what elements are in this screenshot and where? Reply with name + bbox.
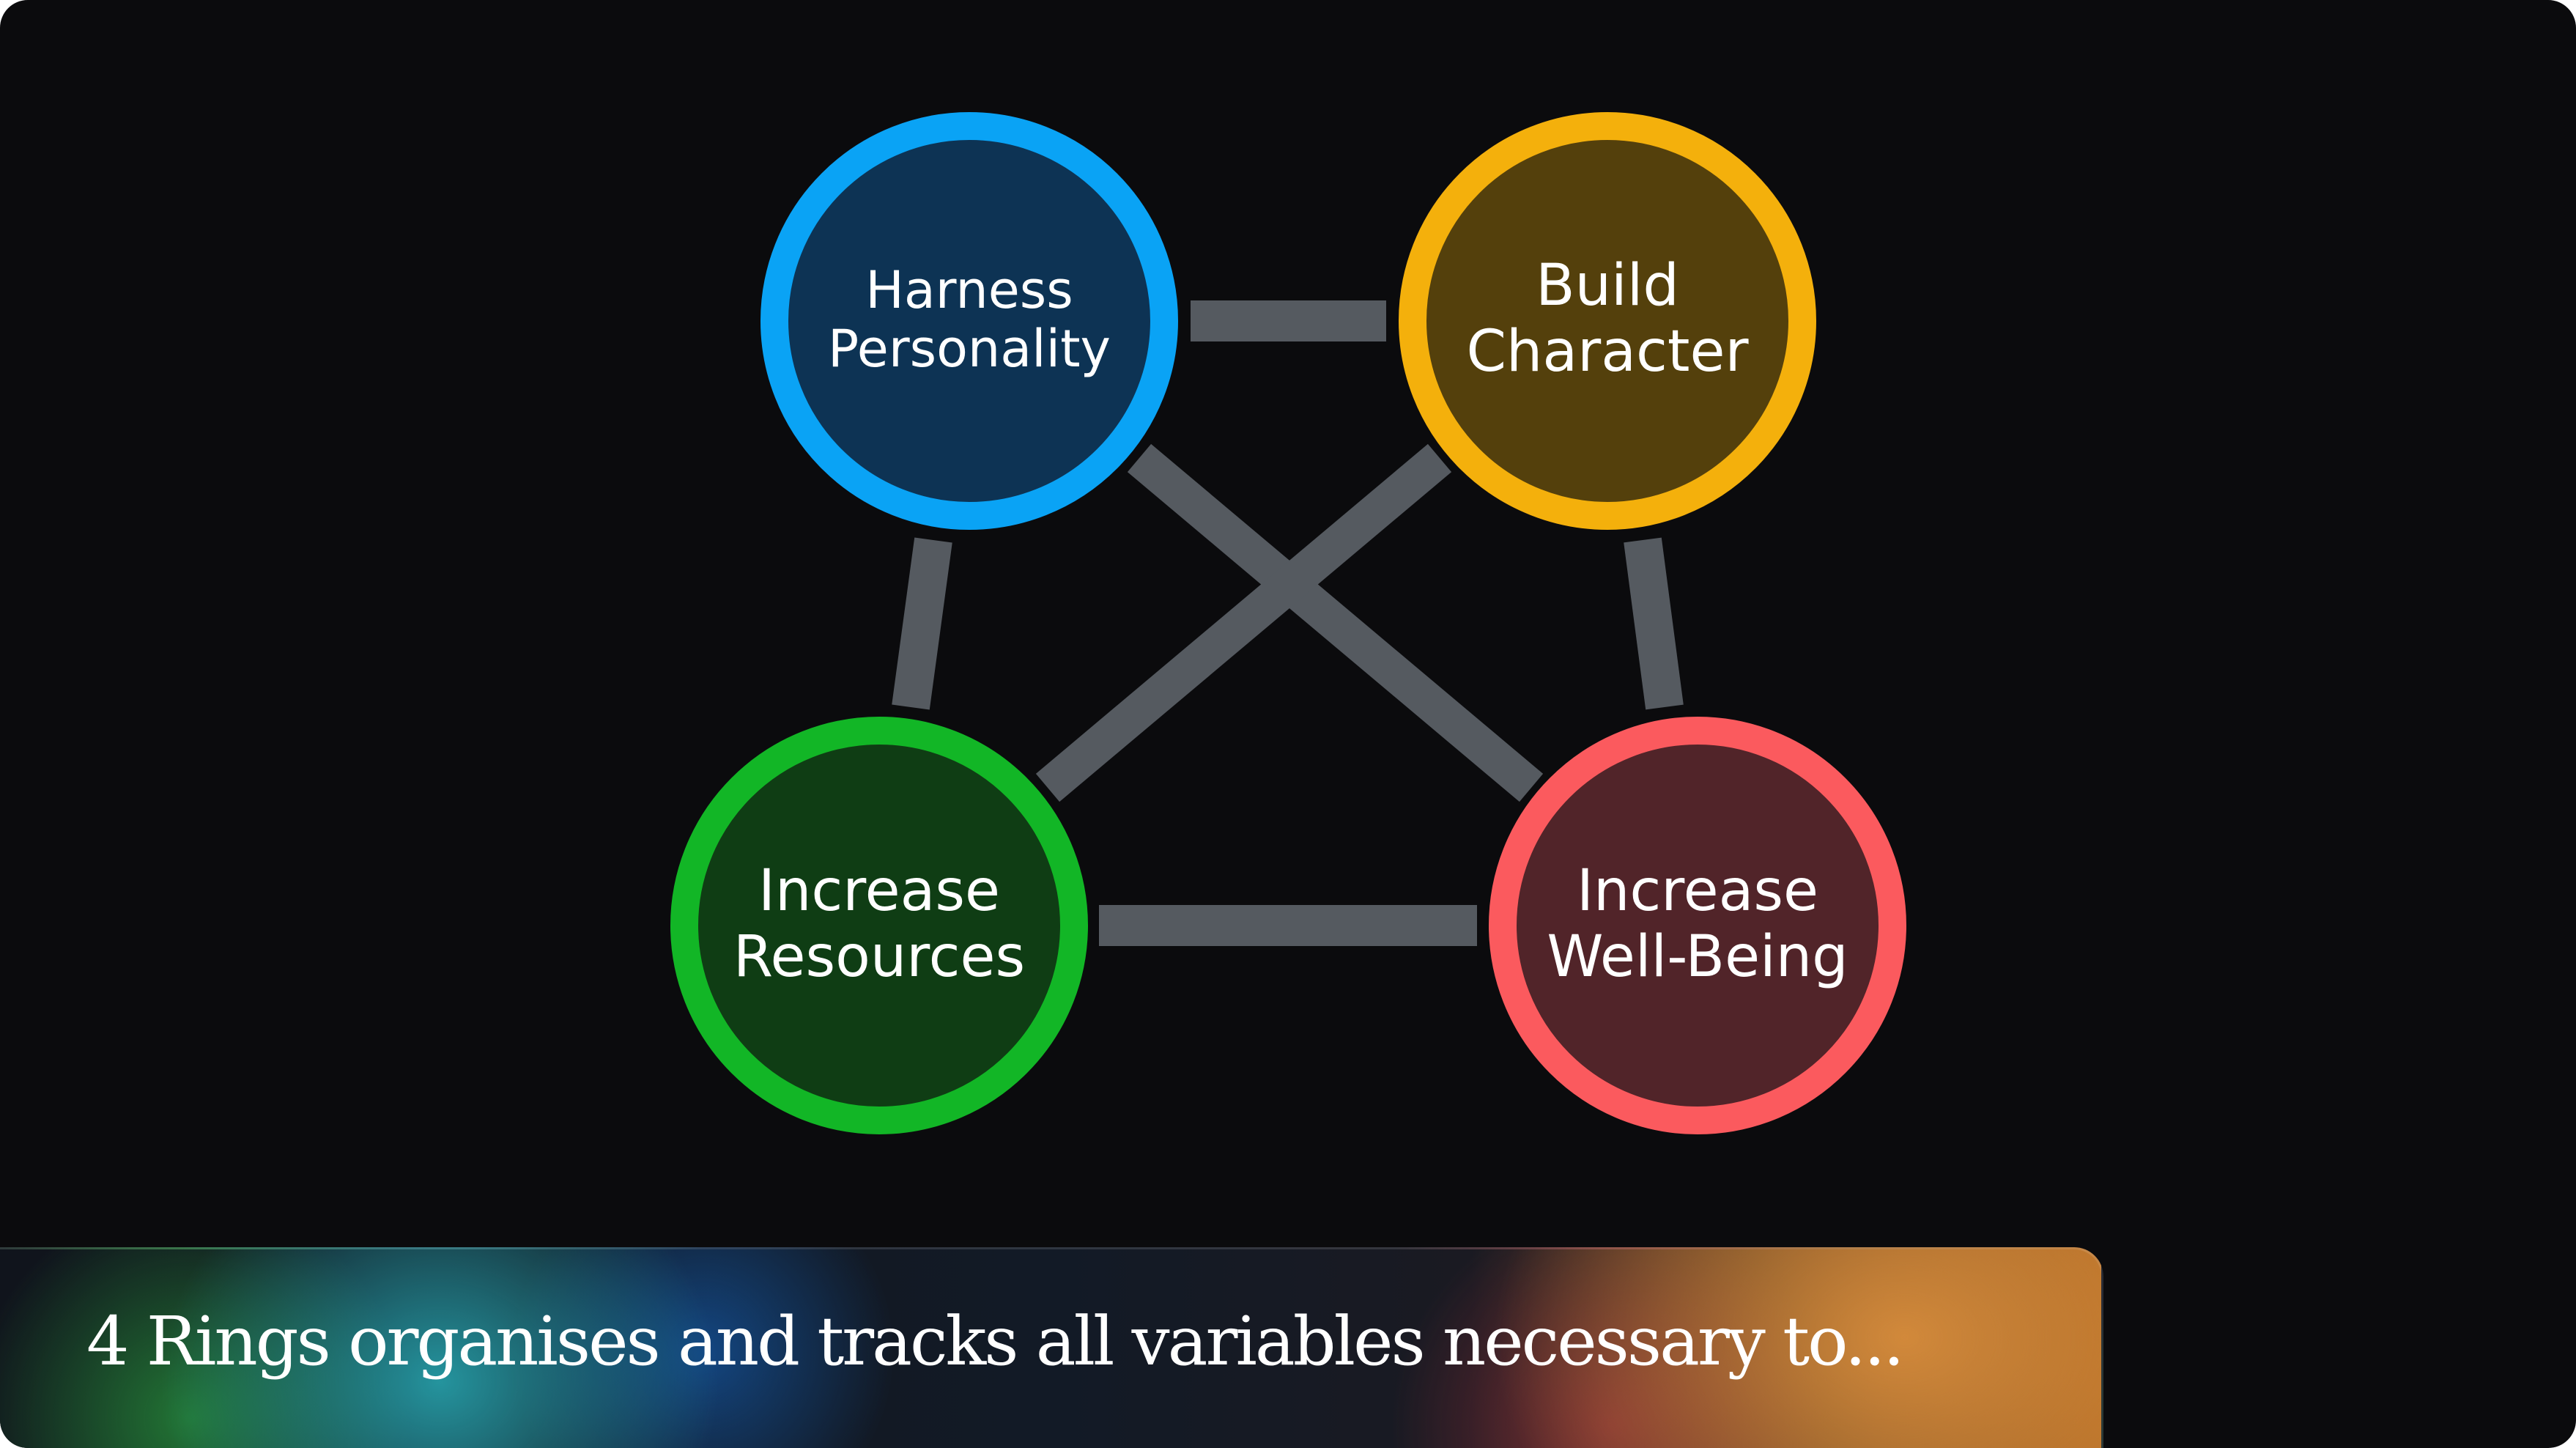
ring-label: Personality bbox=[828, 319, 1111, 379]
connector-diagonal-down bbox=[1127, 443, 1544, 802]
caption-bar: 4 Rings organises and tracks all variabl… bbox=[0, 1247, 2103, 1448]
ring-label: Harness bbox=[865, 260, 1073, 320]
ring-label: Character bbox=[1466, 319, 1749, 385]
connector-left bbox=[892, 537, 952, 710]
connector-diagonal-up bbox=[1035, 443, 1452, 802]
ring-harness-personality: Harness Personality bbox=[760, 112, 1178, 530]
caption-text: 4 Rings organises and tracks all variabl… bbox=[86, 1302, 1905, 1381]
ring-label: Well-Being bbox=[1547, 924, 1848, 990]
ring-label: Resources bbox=[733, 924, 1025, 990]
ring-circle bbox=[670, 717, 1088, 1134]
connector-right bbox=[1624, 537, 1684, 710]
ring-circle bbox=[1489, 717, 1906, 1134]
ring-circle bbox=[1399, 112, 1816, 530]
ring-increase-well-being: Increase Well-Being bbox=[1489, 717, 1906, 1134]
ring-label: Build bbox=[1536, 253, 1679, 319]
ring-circle bbox=[760, 112, 1178, 530]
ring-increase-resources: Increase Resources bbox=[670, 717, 1088, 1134]
ring-label: Increase bbox=[758, 858, 1000, 924]
ring-build-character: Build Character bbox=[1399, 112, 1816, 530]
ring-label: Increase bbox=[1577, 858, 1818, 924]
connectors bbox=[892, 300, 1684, 946]
